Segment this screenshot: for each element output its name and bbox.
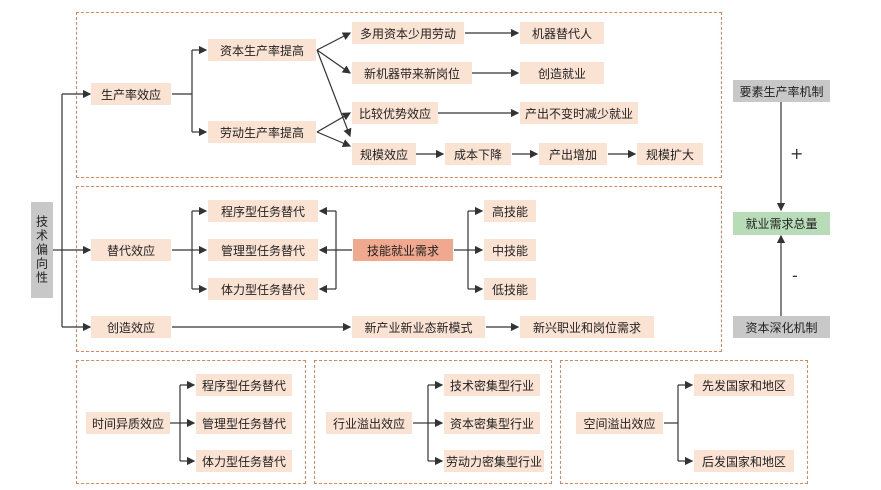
time-hetero-frame — [76, 360, 306, 484]
program-task: 程序型任务替代 — [208, 200, 318, 222]
tech-intensive: 技术密集型行业 — [444, 374, 540, 396]
space-spill-frame — [560, 360, 808, 484]
industry-spill-frame — [314, 360, 552, 484]
productivity-frame — [76, 12, 722, 178]
new-jobs: 新兴职业和岗位需求 — [520, 316, 654, 338]
developed-regions: 先发国家和地区 — [694, 374, 794, 396]
capital-intensive: 资本密集型行业 — [444, 412, 540, 434]
industry-spill-effect: 行业溢出效应 — [326, 412, 412, 434]
substitution-effect: 替代效应 — [91, 239, 171, 261]
plus-sign: + — [790, 144, 804, 163]
productivity-effect: 生产率效应 — [91, 83, 171, 105]
time-physical-task: 体力型任务替代 — [196, 450, 292, 472]
mid-skill: 中技能 — [484, 239, 536, 261]
new-industry: 新产业新业态新模式 — [352, 316, 485, 338]
more-capital: 多用资本少用劳动 — [352, 22, 464, 44]
time-hetero-effect: 时间异质效应 — [86, 412, 170, 434]
physical-task: 体力型任务替代 — [208, 278, 318, 300]
labor-productivity: 劳动生产率提高 — [208, 121, 316, 143]
time-program-task: 程序型任务替代 — [196, 374, 292, 396]
scale-up: 规模扩大 — [637, 143, 703, 165]
machine-replace: 机器替代人 — [520, 22, 604, 44]
manage-task: 管理型任务替代 — [208, 239, 318, 261]
total-employment-demand: 就业需求总量 — [733, 212, 830, 235]
new-machine-jobs: 新机器带来新岗位 — [352, 62, 472, 84]
late-regions: 后发国家和地区 — [694, 450, 794, 472]
labor-intensive: 劳动力密集型行业 — [444, 450, 544, 472]
capital-deepening-mechanism: 资本深化机制 — [733, 316, 830, 338]
comparative-advantage: 比较优势效应 — [352, 102, 438, 124]
factor-productivity-mechanism: 要素生产率机制 — [733, 80, 830, 102]
output-up: 产出增加 — [539, 143, 607, 165]
space-spill-effect: 空间溢出效应 — [576, 412, 663, 434]
time-manage-task: 管理型任务替代 — [196, 412, 292, 434]
cost-down: 成本下降 — [445, 143, 511, 165]
capital-productivity: 资本生产率提高 — [208, 39, 316, 61]
minus-sign: - — [792, 266, 798, 285]
output-constant: 产出不变时减少就业 — [520, 102, 638, 124]
create-jobs: 创造就业 — [520, 62, 604, 84]
substitution-frame — [76, 186, 722, 352]
creation-effect: 创造效应 — [91, 316, 171, 338]
root-label: 技术偏向性 — [31, 202, 53, 298]
high-skill: 高技能 — [484, 200, 536, 222]
skill-demand: 技能就业需求 — [353, 239, 453, 261]
low-skill: 低技能 — [484, 278, 536, 300]
scale-effect: 规模效应 — [352, 143, 416, 165]
